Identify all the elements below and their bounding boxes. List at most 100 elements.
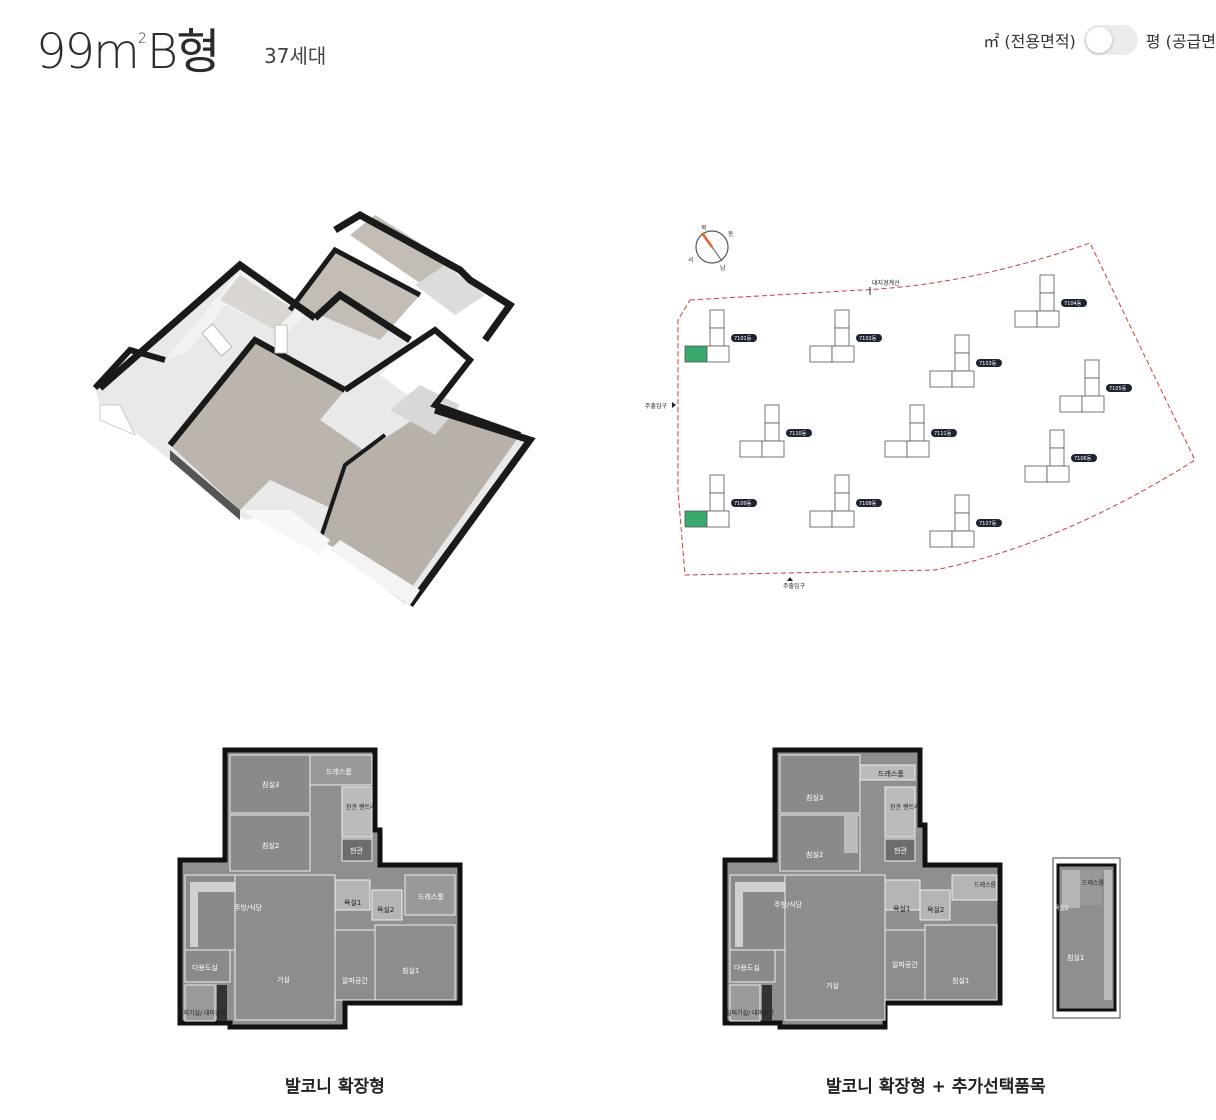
toggle-knob[interactable]	[1085, 27, 1112, 53]
compass-icon: 북 동 서 남	[688, 225, 734, 272]
building-unit	[709, 309, 725, 329]
room-living: 거실	[277, 975, 290, 984]
building-unit	[1039, 292, 1055, 312]
unit-type: 99m	[36, 24, 140, 80]
building-tag	[731, 499, 757, 507]
building-unit	[884, 440, 908, 458]
building-label: 7104동	[1064, 301, 1082, 307]
compass-east: 동	[728, 231, 734, 238]
room-kitchen-r: 주방/식당	[774, 900, 803, 909]
room-dressroom-top-r: 드레스룸	[878, 769, 904, 778]
building-unit	[1039, 274, 1055, 294]
room-living-r: 거실	[826, 981, 839, 990]
building-label: 7110동	[789, 431, 807, 437]
building-unit	[761, 440, 785, 458]
building-tag	[1071, 454, 1097, 462]
building-tag	[786, 429, 812, 437]
building-unit	[954, 512, 970, 532]
room-kitchen: 주방/식당	[234, 903, 263, 912]
building-unit	[831, 345, 855, 363]
building-unit	[739, 440, 763, 458]
room-bedroom1: 침실1	[402, 966, 419, 975]
area-unit-toggle: ㎡ (전용면적) 평 (공급면	[983, 24, 1216, 56]
building-label: 7111동	[934, 431, 952, 437]
building-tag	[1061, 299, 1087, 307]
building-7108동[interactable]: 7108동	[809, 474, 882, 528]
floor-plan-right-svg: 침실3 드레스룸 현관 팬트리 침실2 현관 주방/식당 욕실1 욕실2 드레스…	[722, 747, 1121, 1030]
building-unit	[834, 327, 850, 347]
building-unit	[954, 334, 970, 354]
road-label: 대지경계선	[872, 279, 900, 287]
building-unit	[1084, 359, 1100, 379]
building-unit	[954, 352, 970, 372]
compass-south: 남	[720, 264, 726, 272]
toggle-label-sqm[interactable]: ㎡ (전용면적)	[983, 32, 1076, 51]
room-dressroom: 드레스룸	[418, 892, 444, 901]
building-unit	[709, 492, 725, 512]
building-unit	[831, 510, 855, 528]
room-bath1: 욕실1	[344, 898, 361, 907]
building-unit	[906, 440, 930, 458]
building-unit	[954, 494, 970, 514]
building-label: 7102동	[859, 336, 877, 342]
building-unit	[764, 404, 780, 424]
building-tag	[976, 359, 1002, 367]
building-unit	[1024, 465, 1048, 483]
building-unit	[1084, 377, 1100, 397]
room-bedroom3-r: 침실3	[806, 793, 823, 802]
building-7105동[interactable]: 7105동	[1059, 359, 1132, 413]
household-count: 37세대	[264, 44, 327, 68]
caption-balcony-extension: 발코니 확장형	[285, 1077, 385, 1097]
room-utility-r: 다용도실	[734, 963, 760, 972]
room-dressroom-top: 드레스룸	[326, 767, 352, 776]
room-dressroom-r: 드레스룸	[974, 881, 997, 889]
building-unit	[1049, 429, 1065, 449]
building-unit	[834, 309, 850, 329]
building-unit	[834, 492, 850, 512]
building-tag	[931, 429, 957, 437]
building-7110동[interactable]: 7110동	[739, 404, 812, 458]
toggle-label-pyeong[interactable]: 평 (공급면	[1145, 32, 1216, 51]
unit-suffix: B형	[146, 24, 221, 80]
entrance-west-label: 주출입구	[645, 402, 668, 410]
building-7109동[interactable]: 7109동	[684, 474, 757, 528]
building-unit	[684, 345, 708, 363]
building-unit	[909, 404, 925, 424]
unit-title: 99m2B형	[36, 12, 221, 82]
building-tag	[856, 499, 882, 507]
room-pantry-r: 현관 팬트리	[890, 803, 920, 811]
room-bedroom2-r: 침실2	[806, 850, 823, 859]
building-unit	[809, 345, 833, 363]
isometric-3d-floorplan	[90, 210, 540, 610]
building-label: 7106동	[1074, 456, 1092, 462]
building-7103동[interactable]: 7103동	[929, 334, 1002, 388]
room-utility: 다용도실	[192, 963, 218, 972]
building-7104동[interactable]: 7104동	[1014, 274, 1087, 328]
building-tag	[856, 334, 882, 342]
building-unit	[1081, 395, 1105, 413]
area-toggle-switch[interactable]	[1083, 25, 1138, 55]
isometric-svg	[92, 210, 536, 608]
building-tag	[976, 519, 1002, 527]
room-outdoor: 실외기실/ 대피공간	[178, 1009, 227, 1017]
building-7102동[interactable]: 7102동	[809, 309, 882, 363]
room-bedroom1-r: 침실1	[952, 976, 969, 985]
building-tag	[731, 334, 757, 342]
building-7106동[interactable]: 7106동	[1024, 429, 1097, 483]
caption-balcony-extension-options: 발코니 확장형 + 추가선택품목	[826, 1077, 1046, 1097]
building-label: 7108동	[859, 501, 877, 507]
floor-plan-left-svg: 침실3 드레스룸 현관 팬트리 침실2 현관 주방/식당 욕실1 욕실2 드레스…	[177, 747, 463, 1030]
building-label: 7105동	[1109, 386, 1127, 392]
building-unit	[1046, 465, 1070, 483]
building-unit	[709, 474, 725, 494]
building-label: 7107동	[979, 521, 997, 527]
building-7101동[interactable]: 7101동	[684, 309, 757, 363]
room-outdoor-r: 실외기실/ 대피공간	[726, 1009, 775, 1017]
room-bedroom3: 침실3	[262, 780, 279, 789]
building-unit	[809, 510, 833, 528]
unit-sup: 2	[137, 31, 147, 47]
building-unit	[684, 510, 708, 528]
building-7111동[interactable]: 7111동	[884, 404, 957, 458]
building-7107동[interactable]: 7107동	[929, 494, 1002, 548]
building-unit	[834, 474, 850, 494]
